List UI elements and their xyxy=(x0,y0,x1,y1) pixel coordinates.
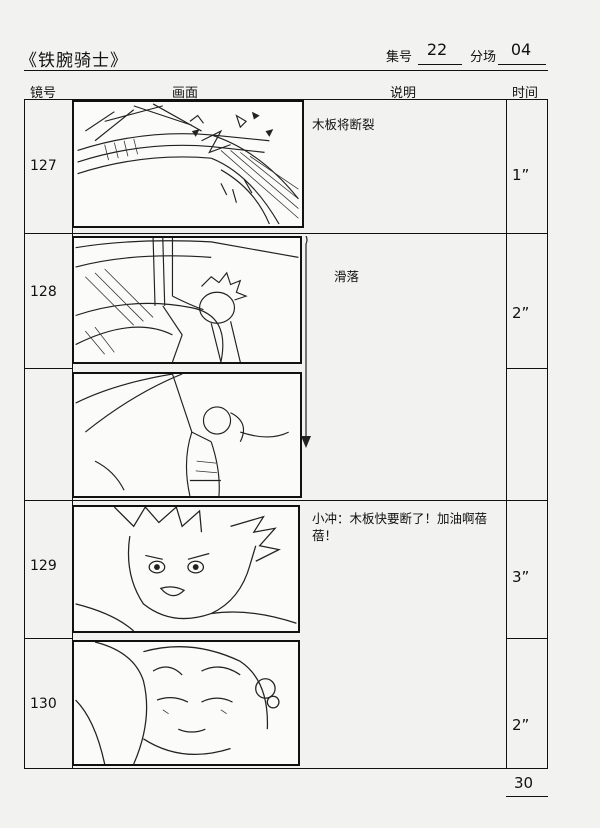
shot-duration: 2” xyxy=(512,716,530,734)
storyboard-frame-128 xyxy=(72,236,302,364)
breaking-plank-sketch xyxy=(77,103,299,225)
page-number-rule xyxy=(506,796,548,797)
row-divider xyxy=(506,638,548,639)
column-description-heading: 说明 xyxy=(390,86,417,101)
storyboard-frame-130 xyxy=(72,640,300,766)
shot-description: 小冲：木板快要断了！加油啊蓓蓓！ xyxy=(312,511,488,543)
hanging-character-sketch xyxy=(75,238,299,362)
time-column-border xyxy=(506,99,507,768)
row-divider xyxy=(24,500,548,501)
storyboard-frame-128-continued xyxy=(72,372,302,498)
shouting-boy-sketch xyxy=(75,507,297,631)
slide-direction-arrow xyxy=(301,236,311,448)
page-number: 30 xyxy=(514,774,534,792)
column-frame-heading: 画面 xyxy=(172,86,199,101)
row-divider xyxy=(24,638,72,639)
storyboard-frame-127 xyxy=(72,100,304,228)
shot-number: 128 xyxy=(30,284,57,300)
table-left-border xyxy=(24,99,25,768)
shot-number: 130 xyxy=(30,696,57,712)
shot-duration: 1” xyxy=(512,166,530,184)
episode-label: 集号 xyxy=(386,50,413,65)
shot-description: 木板将断裂 xyxy=(312,117,375,132)
row-divider xyxy=(506,368,548,369)
row-divider xyxy=(24,233,548,234)
sliding-character-sketch xyxy=(75,374,289,496)
scene-value: 04 xyxy=(510,40,532,59)
table-bottom-rule xyxy=(24,768,548,769)
row-divider xyxy=(24,368,72,369)
series-title: 《铁腕骑士》 xyxy=(20,51,128,71)
episode-underline xyxy=(418,64,462,65)
shot-number: 129 xyxy=(30,558,57,574)
girl-closeup-sketch xyxy=(75,642,280,764)
scene-label: 分场 xyxy=(470,50,497,65)
storyboard-frame-129 xyxy=(72,505,300,633)
shot-duration: 2” xyxy=(512,304,530,322)
header-rule xyxy=(24,70,548,71)
episode-value: 22 xyxy=(426,40,448,59)
table-right-border xyxy=(547,99,548,768)
column-time-heading: 时间 xyxy=(512,86,539,101)
shot-number: 127 xyxy=(30,158,57,174)
shot-duration: 3” xyxy=(512,568,530,586)
table-top-rule xyxy=(24,99,548,100)
shot-description: 滑落 xyxy=(334,269,360,284)
scene-underline xyxy=(498,64,546,65)
column-shot-heading: 镜号 xyxy=(30,86,57,101)
